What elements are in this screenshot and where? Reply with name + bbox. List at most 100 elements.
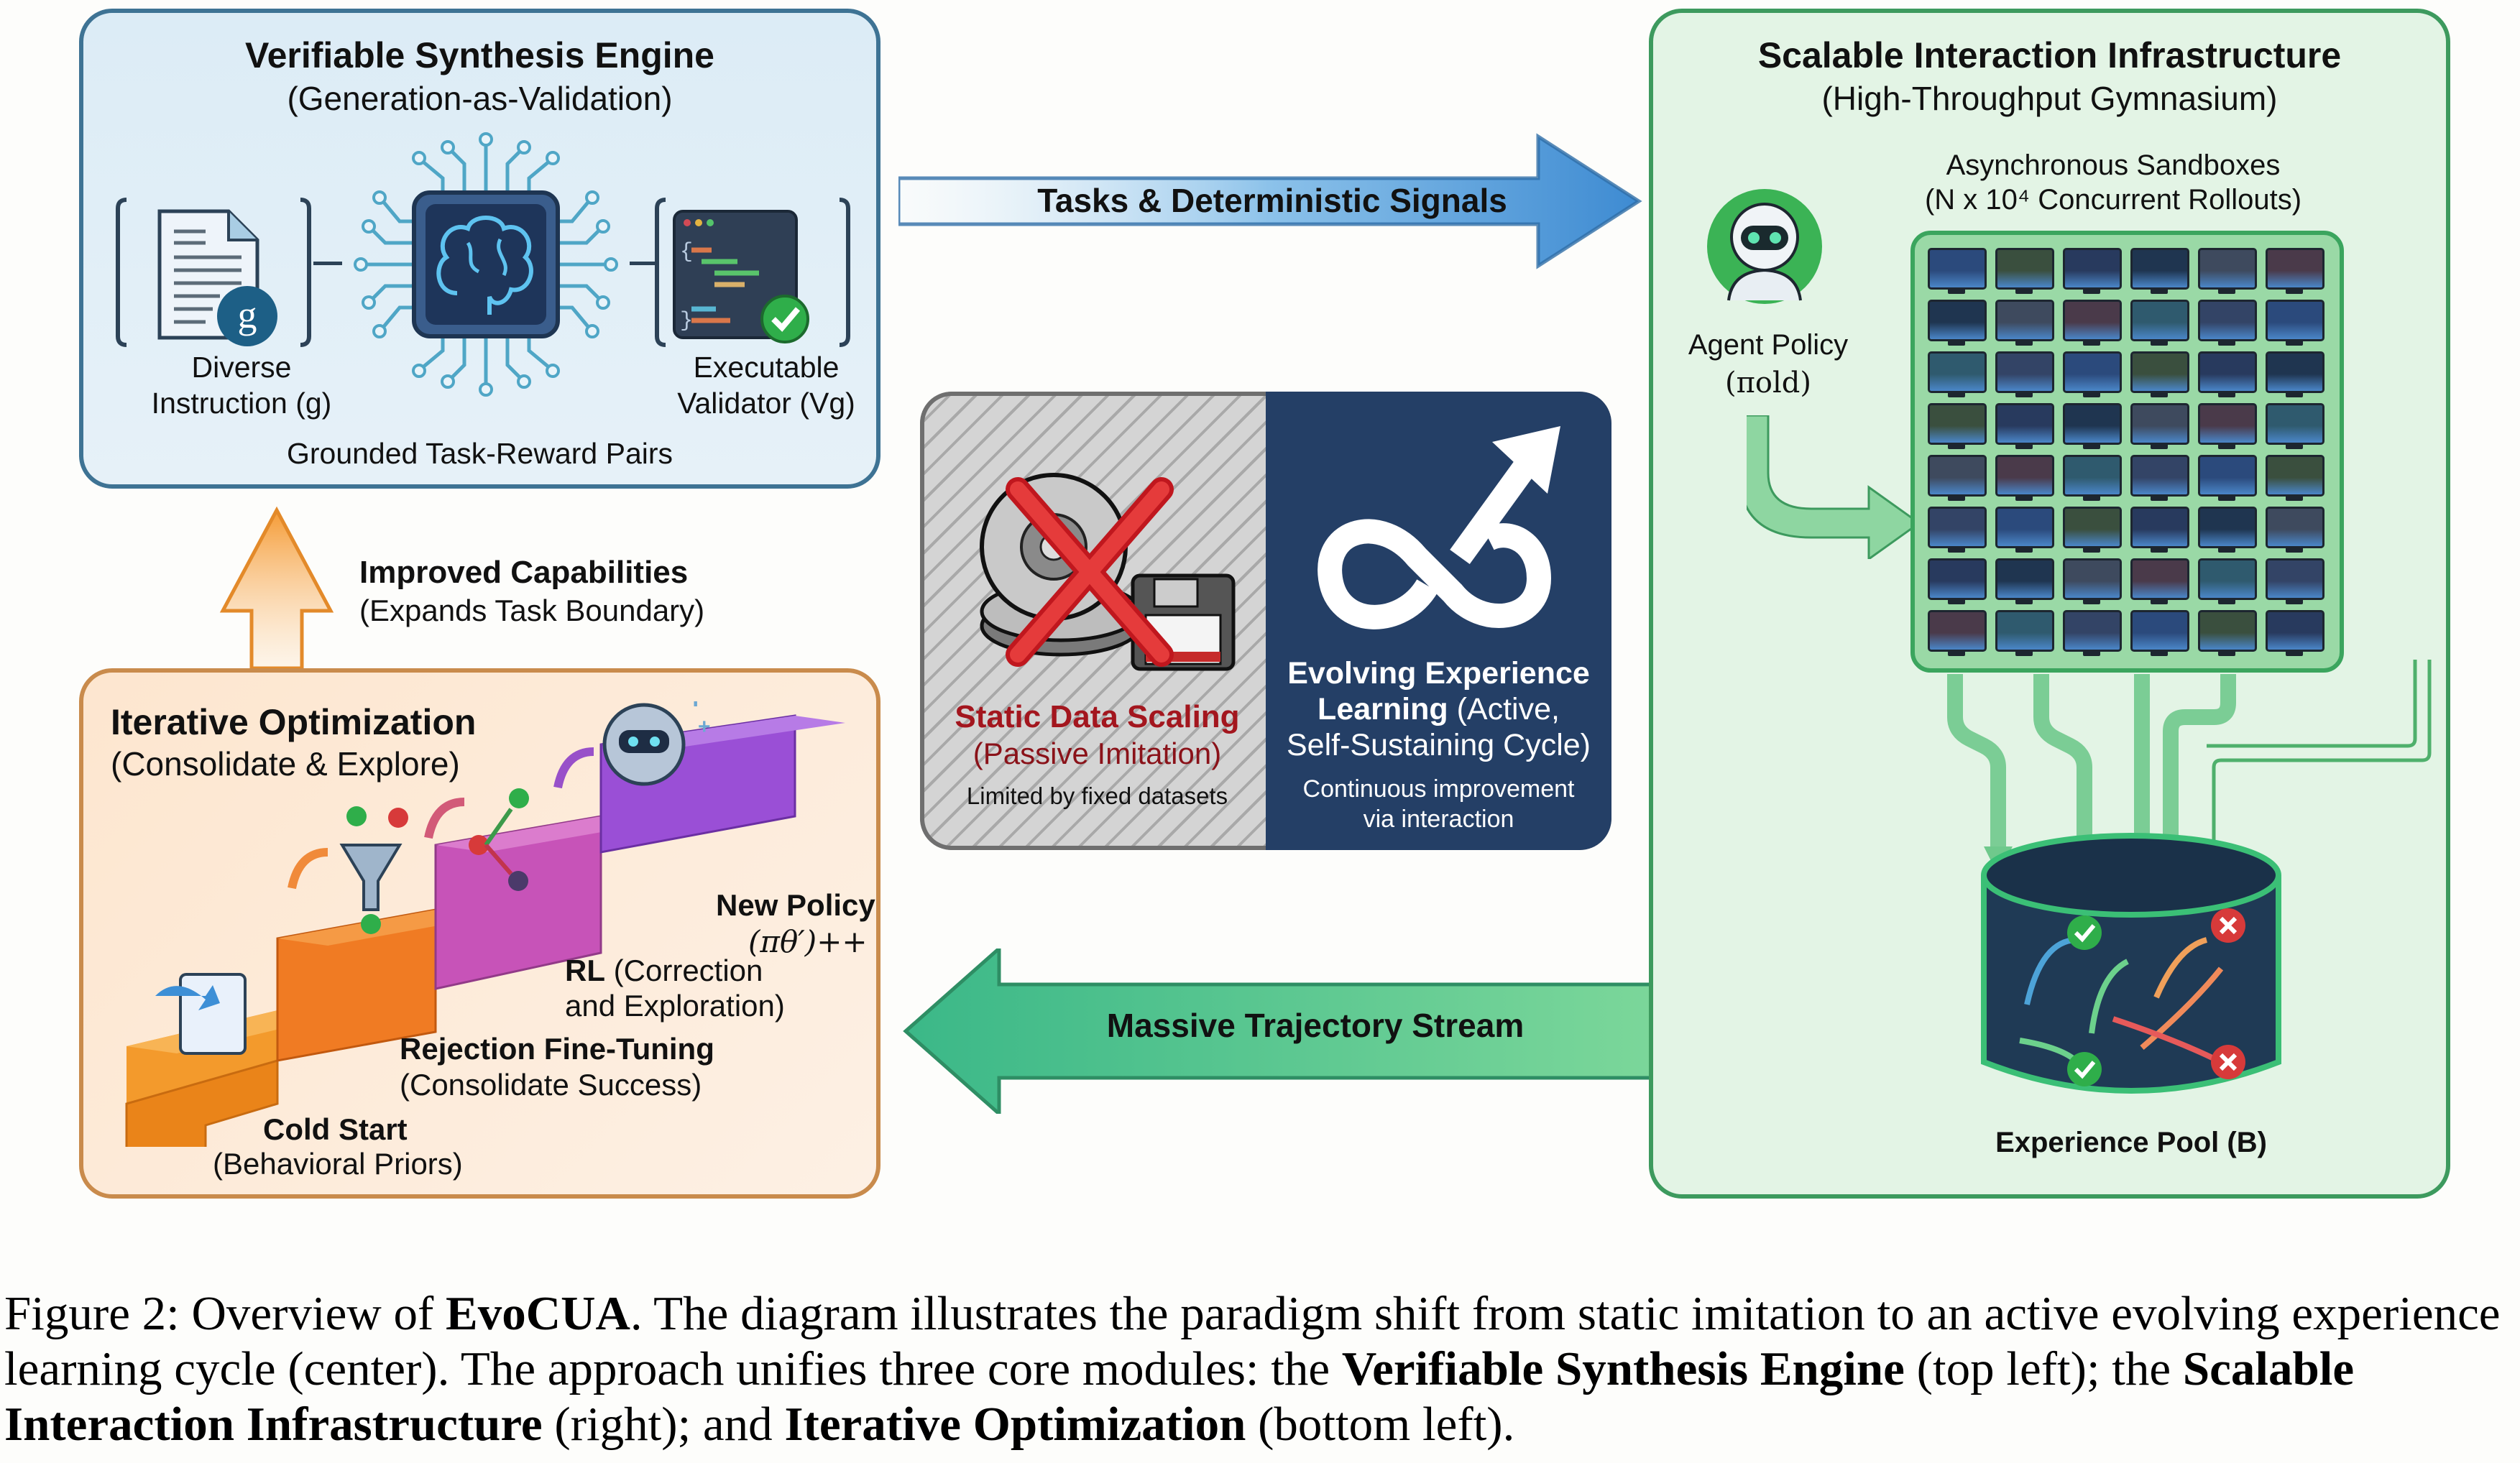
sandbox-monitor <box>1928 248 1987 295</box>
rl-name: RL <box>565 954 605 987</box>
sii-subtitle: (High-Throughput Gymnasium) <box>1821 80 2278 117</box>
sandbox-monitor <box>1995 248 2054 295</box>
static-data-scaling-panel: Static Data Scaling (Passive Imitation) … <box>920 392 1266 850</box>
sandbox-monitor <box>2266 455 2324 502</box>
evolving-title-line1: Evolving Experience <box>1287 656 1590 691</box>
static-subtitle: (Passive Imitation) <box>972 737 1222 770</box>
vse-title: Verifiable Synthesis Engine <box>244 35 714 75</box>
sandbox-monitor <box>2266 507 2324 554</box>
staircase-illustration: + + <box>125 701 845 1147</box>
success-check-icon <box>2067 1052 2102 1086</box>
svg-text:}: } <box>680 309 693 333</box>
sandbox-monitor <box>2198 455 2257 502</box>
sandbox-monitor <box>2063 248 2122 295</box>
caption-text: (bottom left). <box>1246 1398 1515 1451</box>
sandbox-monitor <box>2198 300 2257 347</box>
iter-title: Iterative Optimization <box>111 702 477 742</box>
sandbox-monitor <box>2266 351 2324 399</box>
caption-text: (top left); the <box>1904 1342 2183 1395</box>
success-check-icon <box>2067 915 2102 950</box>
svg-text:+: + <box>687 701 704 715</box>
rl-label: RL (Correction <box>565 953 763 989</box>
tasks-arrow <box>898 133 1642 269</box>
sandbox-monitor <box>2198 507 2257 554</box>
sandbox-monitor <box>1928 507 1987 554</box>
connector-line <box>313 262 342 265</box>
sandboxes-label: Asynchronous Sandboxes <box>1946 149 2281 181</box>
evolving-active-word: (Active, <box>1448 692 1560 726</box>
sandbox-grid <box>1910 231 2344 673</box>
improved-capabilities-label: Improved Capabilities <box>359 555 689 590</box>
sandbox-monitor <box>2130 507 2189 554</box>
sandbox-monitor <box>1928 351 1987 399</box>
sandbox-monitor <box>2198 248 2257 295</box>
sandbox-monitor <box>2130 248 2189 295</box>
svg-text:+: + <box>698 715 711 739</box>
static-title: Static Data Scaling <box>955 699 1240 734</box>
scalable-interaction-panel: Scalable Interaction Infrastructure (Hig… <box>1649 9 2450 1199</box>
sandbox-monitor <box>1995 558 2054 606</box>
sandbox-monitor <box>2266 403 2324 451</box>
new-policy-formula: (πθ′)++ <box>748 924 868 959</box>
evolving-note-line1: Continuous improvement <box>1302 775 1575 803</box>
infinity-growth-arrow-icon <box>1318 426 1560 629</box>
sandbox-monitor <box>1995 300 2054 347</box>
cold-start-desc: (Behavioral Priors) <box>213 1147 463 1181</box>
sandbox-monitor <box>2063 558 2122 606</box>
rft-label: Rejection Fine-Tuning <box>400 1032 714 1066</box>
validator-label-line1: Executable <box>693 351 840 384</box>
sandbox-monitor <box>1928 455 1987 502</box>
figure-caption: Figure 2: Overview of EvoCUA. The diagra… <box>4 1286 2516 1452</box>
new-policy-label: New Policy <box>716 888 875 922</box>
code-window-icon: { } <box>655 198 850 347</box>
trajectory-stream-label: Massive Trajectory Stream <box>1106 1007 1525 1044</box>
agent-to-sandbox-arrow <box>1747 415 1921 559</box>
paradigm-shift-panel: Static Data Scaling (Passive Imitation) … <box>920 392 1611 850</box>
sandbox-monitor <box>1995 610 2054 657</box>
instruction-label-line2: Instruction (g) <box>151 387 332 420</box>
caption-evocua: EvoCUA <box>446 1287 630 1340</box>
improved-capabilities-sublabel: (Expands Task Boundary) <box>359 594 705 627</box>
rollout-flow-lines <box>1947 660 2432 879</box>
experience-pool-label: Experience Pool (B) <box>1995 1127 2267 1158</box>
agent-robot-icon <box>1707 189 1822 304</box>
sandbox-monitor <box>2266 558 2324 606</box>
sandboxes-sublabel: (N x 10⁴ Concurrent Rollouts) <box>1924 184 2302 216</box>
evolving-note-line2: via interaction <box>1363 806 1514 833</box>
brain-chip-icon <box>354 132 618 397</box>
sandbox-monitor <box>2063 610 2122 657</box>
disk-crossed-icon <box>980 473 1236 671</box>
instruction-label-line1: Diverse <box>191 351 292 384</box>
sandbox-monitor <box>2063 351 2122 399</box>
sandbox-monitor <box>2130 558 2189 606</box>
sandbox-monitor <box>1995 507 2054 554</box>
sandbox-monitor <box>2063 403 2122 451</box>
sandbox-monitor <box>1995 455 2054 502</box>
caption-prefix: Figure 2: Overview of <box>4 1287 446 1340</box>
rft-desc: (Consolidate Success) <box>400 1068 702 1102</box>
sandbox-monitor <box>2130 455 2189 502</box>
sandbox-monitor <box>2198 558 2257 606</box>
validator-label-line2: Validator (Vg) <box>677 387 855 420</box>
vse-footer: Grounded Task-Reward Pairs <box>286 437 673 470</box>
evolving-title-line3: Self-Sustaining Cycle) <box>1286 728 1591 762</box>
evolving-title-line2: Learning (Active, <box>1266 692 1611 727</box>
sandbox-monitor <box>1928 403 1987 451</box>
funnel-icon <box>339 844 403 911</box>
check-badge-icon <box>760 295 809 343</box>
caption-module-iter: Iterative Optimization <box>784 1398 1246 1451</box>
sii-title: Scalable Interaction Infrastructure <box>1757 35 2342 75</box>
experience-pool-icon <box>1981 833 2281 1094</box>
tasks-arrow-label: Tasks & Deterministic Signals <box>1037 182 1507 219</box>
sandbox-monitor <box>2130 610 2189 657</box>
sandbox-monitor <box>1995 351 2054 399</box>
sandbox-monitor <box>1928 558 1987 606</box>
sandbox-monitor <box>2198 403 2257 451</box>
sandbox-monitor <box>2130 351 2189 399</box>
verifiable-synthesis-engine-panel: Verifiable Synthesis Engine (Generation-… <box>79 9 880 489</box>
caption-text: . The diagram illustrates the paradigm s… <box>4 1287 2501 1395</box>
sandbox-monitor <box>1995 403 2054 451</box>
instruction-g-badge: g <box>238 293 257 336</box>
rl-desc-line2: and Exploration) <box>565 989 785 1023</box>
agent-policy-label: Agent Policy <box>1688 329 1849 361</box>
